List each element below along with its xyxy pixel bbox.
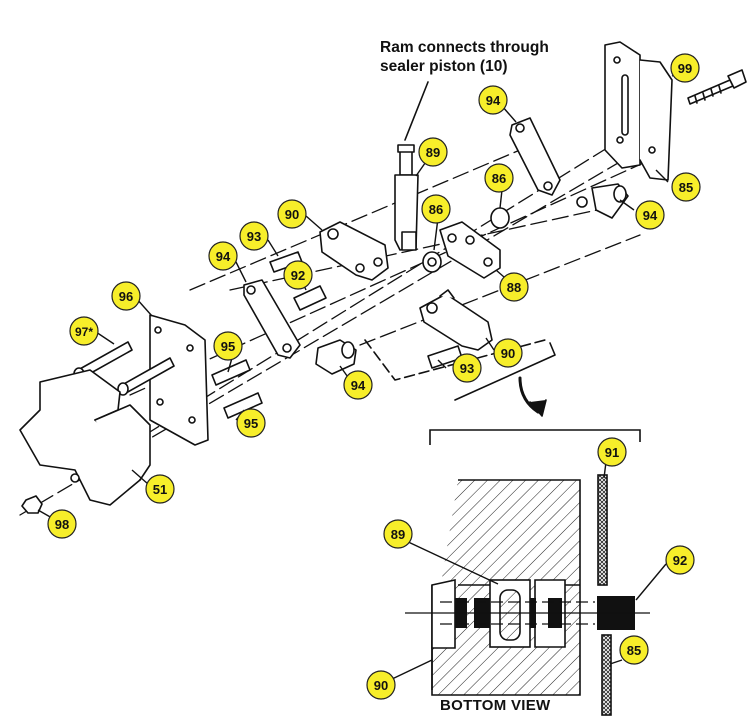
detail-bracket [429, 429, 641, 445]
callout-95-b: 95 [236, 408, 266, 438]
callout-89-top: 89 [418, 137, 448, 167]
svg-text:92: 92 [673, 553, 687, 568]
callout-51: 51 [145, 474, 175, 504]
svg-text:90: 90 [374, 678, 388, 693]
svg-text:85: 85 [679, 180, 693, 195]
shaft-89-part [394, 144, 419, 251]
callout-88: 88 [499, 272, 529, 302]
nut-98-part [21, 495, 43, 514]
callout-94-left: 94 [208, 241, 238, 271]
svg-text:90: 90 [501, 346, 515, 361]
callout-94-right: 94 [635, 200, 665, 230]
bottom-view-caption: BOTTOM VIEW [440, 697, 551, 714]
svg-text:93: 93 [247, 229, 261, 244]
pin-95-parts [211, 359, 263, 419]
arrow-head [529, 399, 547, 417]
annotation-leader [404, 81, 429, 141]
callout-95-a: 95 [213, 331, 243, 361]
link-94-bottom-part [315, 339, 357, 375]
svg-text:94: 94 [486, 93, 501, 108]
svg-text:93: 93 [460, 361, 474, 376]
bracket-85-part [604, 41, 673, 181]
callout-85-bottom: 85 [619, 635, 649, 665]
clevis-90-upper-part [319, 221, 389, 281]
callout-94-top: 94 [478, 85, 508, 115]
callout-93-a: 93 [239, 221, 269, 251]
link-94-right-part [576, 183, 629, 219]
link-94-left-part [243, 279, 301, 359]
callout-85-top: 85 [671, 172, 701, 202]
svg-text:94: 94 [351, 378, 366, 393]
plate-96-part [149, 314, 209, 446]
callout-93-b: 93 [452, 353, 482, 383]
annotation-line-1: Ram connects through [380, 39, 549, 56]
callout-92-top: 92 [283, 260, 313, 290]
svg-text:96: 96 [119, 289, 133, 304]
cover-51-part [19, 369, 151, 506]
guide-bracket [454, 342, 556, 401]
svg-text:92: 92 [291, 268, 305, 283]
bottom-view-detail [405, 429, 650, 716]
pin-92-part [293, 285, 327, 311]
svg-text:86: 86 [492, 171, 506, 186]
bolt-99-part [687, 69, 747, 105]
callout-98: 98 [47, 509, 77, 539]
callout-96: 96 [111, 281, 141, 311]
callout-86-a: 86 [484, 163, 514, 193]
svg-text:85: 85 [627, 643, 641, 658]
callout-91: 91 [597, 437, 627, 467]
svg-text:97*: 97* [75, 325, 93, 339]
callout-97: 97* [69, 316, 99, 346]
svg-text:94: 94 [216, 249, 231, 264]
plate-85-section [601, 634, 612, 716]
svg-text:90: 90 [285, 207, 299, 222]
svg-text:88: 88 [507, 280, 521, 295]
callout-90-b: 90 [493, 338, 523, 368]
svg-text:51: 51 [153, 482, 167, 497]
svg-text:94: 94 [643, 208, 658, 223]
callout-86-b: 86 [421, 194, 451, 224]
svg-text:95: 95 [221, 339, 235, 354]
svg-text:99: 99 [678, 61, 692, 76]
callout-92-bottom: 92 [665, 545, 695, 575]
svg-text:89: 89 [391, 527, 405, 542]
annotation-line-2: sealer piston (10) [380, 58, 508, 75]
link-94-top-part [509, 117, 561, 196]
callout-99: 99 [670, 53, 700, 83]
ram-annotation: Ram connects through sealer piston (10) [380, 38, 600, 76]
svg-text:95: 95 [244, 416, 258, 431]
svg-text:86: 86 [429, 202, 443, 217]
exploded-view [19, 41, 747, 516]
callout-90-bottom: 90 [366, 670, 396, 700]
svg-text:91: 91 [605, 445, 619, 460]
callout-badges: 99 94 89 85 86 86 90 93 94 94 92 88 96 9… [47, 53, 701, 700]
arrow-to-bottom-view [518, 376, 540, 414]
plate-91-section [597, 474, 608, 586]
callout-94-bottom: 94 [343, 370, 373, 400]
svg-text:98: 98 [55, 517, 69, 532]
svg-text:89: 89 [426, 145, 440, 160]
callout-89-bottom: 89 [383, 519, 413, 549]
clevis-90-lower-part [419, 289, 493, 351]
block-88-part [439, 221, 501, 279]
callout-90-a: 90 [277, 199, 307, 229]
